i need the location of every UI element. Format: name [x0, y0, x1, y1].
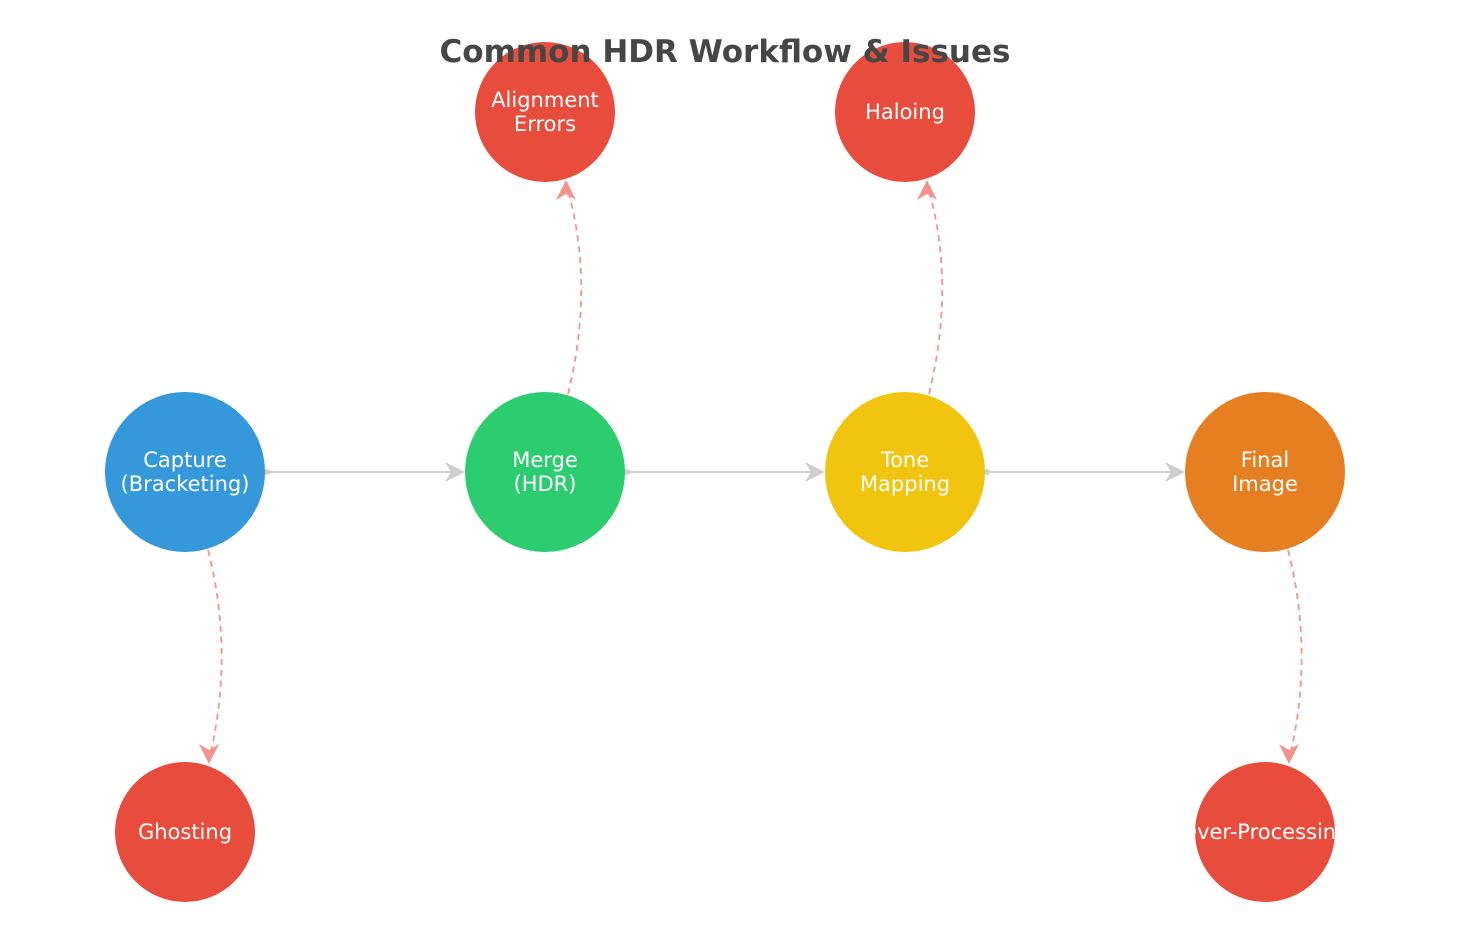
- issue-edge-arrowhead: [917, 180, 937, 200]
- issue-edge-arrowhead: [1279, 744, 1299, 764]
- issue-edge-tone-to-haloing: [917, 180, 944, 395]
- flow-edge-arrowhead: [1165, 462, 1185, 482]
- issue-edge-curve: [207, 549, 223, 761]
- node-ghosting-circle: [115, 762, 255, 902]
- node-merge-label-group: Merge(HDR): [512, 448, 578, 496]
- node-haloing-label-line: Haloing: [865, 100, 945, 124]
- flow-edge-start-dot: [624, 469, 630, 475]
- node-overprocessing-circle: [1195, 762, 1335, 902]
- flow-edge-capture-to-merge: [264, 462, 465, 482]
- diagram-title: Common HDR Workflow & Issues: [440, 34, 1011, 70]
- node-merge-label-line: Merge: [512, 448, 578, 472]
- flow-edge-start-dot: [264, 469, 270, 475]
- node-overprocessing[interactable]: Over-Processing: [1181, 762, 1350, 902]
- node-capture-label-line: Capture: [143, 448, 227, 472]
- node-merge[interactable]: Merge(HDR): [465, 392, 625, 552]
- nodes-layer: Capture(Bracketing) Merge(HDR) ToneMapping…: [105, 42, 1350, 902]
- node-merge-label-line: (HDR): [514, 472, 577, 496]
- flow-edge-tone-to-final: [984, 462, 1185, 482]
- node-alignment-label-line: Alignment: [491, 88, 599, 112]
- flow-edge-merge-to-tone: [624, 462, 825, 482]
- node-ghosting[interactable]: Ghosting: [115, 762, 255, 902]
- node-haloing-circle: [835, 42, 975, 182]
- issue-edge-curve: [926, 183, 944, 395]
- node-capture[interactable]: Capture(Bracketing): [105, 392, 265, 552]
- node-overprocessing-label-group: Over-Processing: [1181, 820, 1350, 844]
- node-capture-label-group: Capture(Bracketing): [121, 448, 250, 496]
- node-capture-label-line: (Bracketing): [121, 472, 250, 496]
- node-tone-label-line: Mapping: [860, 472, 950, 496]
- node-ghosting-label-group: Ghosting: [138, 820, 232, 844]
- node-overprocessing-label-line: Over-Processing: [1181, 820, 1350, 844]
- node-haloing-label-group: Haloing: [865, 100, 945, 124]
- flow-edge-arrowhead: [445, 462, 465, 482]
- issue-edge-arrowhead: [199, 744, 219, 764]
- issue-edge-capture-to-ghosting: [199, 549, 223, 764]
- issue-edge-merge-to-alignment: [556, 180, 583, 395]
- node-final-label-line: Image: [1232, 472, 1298, 496]
- node-final-circle: [1185, 392, 1345, 552]
- node-alignment-label-line: Errors: [514, 112, 576, 136]
- node-ghosting-label-line: Ghosting: [138, 820, 232, 844]
- node-merge-circle: [465, 392, 625, 552]
- node-final-label-line: Final: [1241, 448, 1289, 472]
- issue-edge-arrowhead: [556, 180, 576, 200]
- node-alignment-circle: [475, 42, 615, 182]
- edges-layer: [199, 180, 1303, 764]
- node-capture-circle: [105, 392, 265, 552]
- node-tone-circle: [825, 392, 985, 552]
- issue-edge-curve: [1287, 549, 1303, 761]
- issue-edge-final-to-overprocessing: [1279, 549, 1303, 764]
- flow-edge-start-dot: [984, 469, 990, 475]
- issue-edge-curve: [565, 183, 583, 395]
- node-tone-label-line: Tone: [880, 448, 929, 472]
- flow-edge-arrowhead: [805, 462, 825, 482]
- node-haloing[interactable]: Haloing: [835, 42, 975, 182]
